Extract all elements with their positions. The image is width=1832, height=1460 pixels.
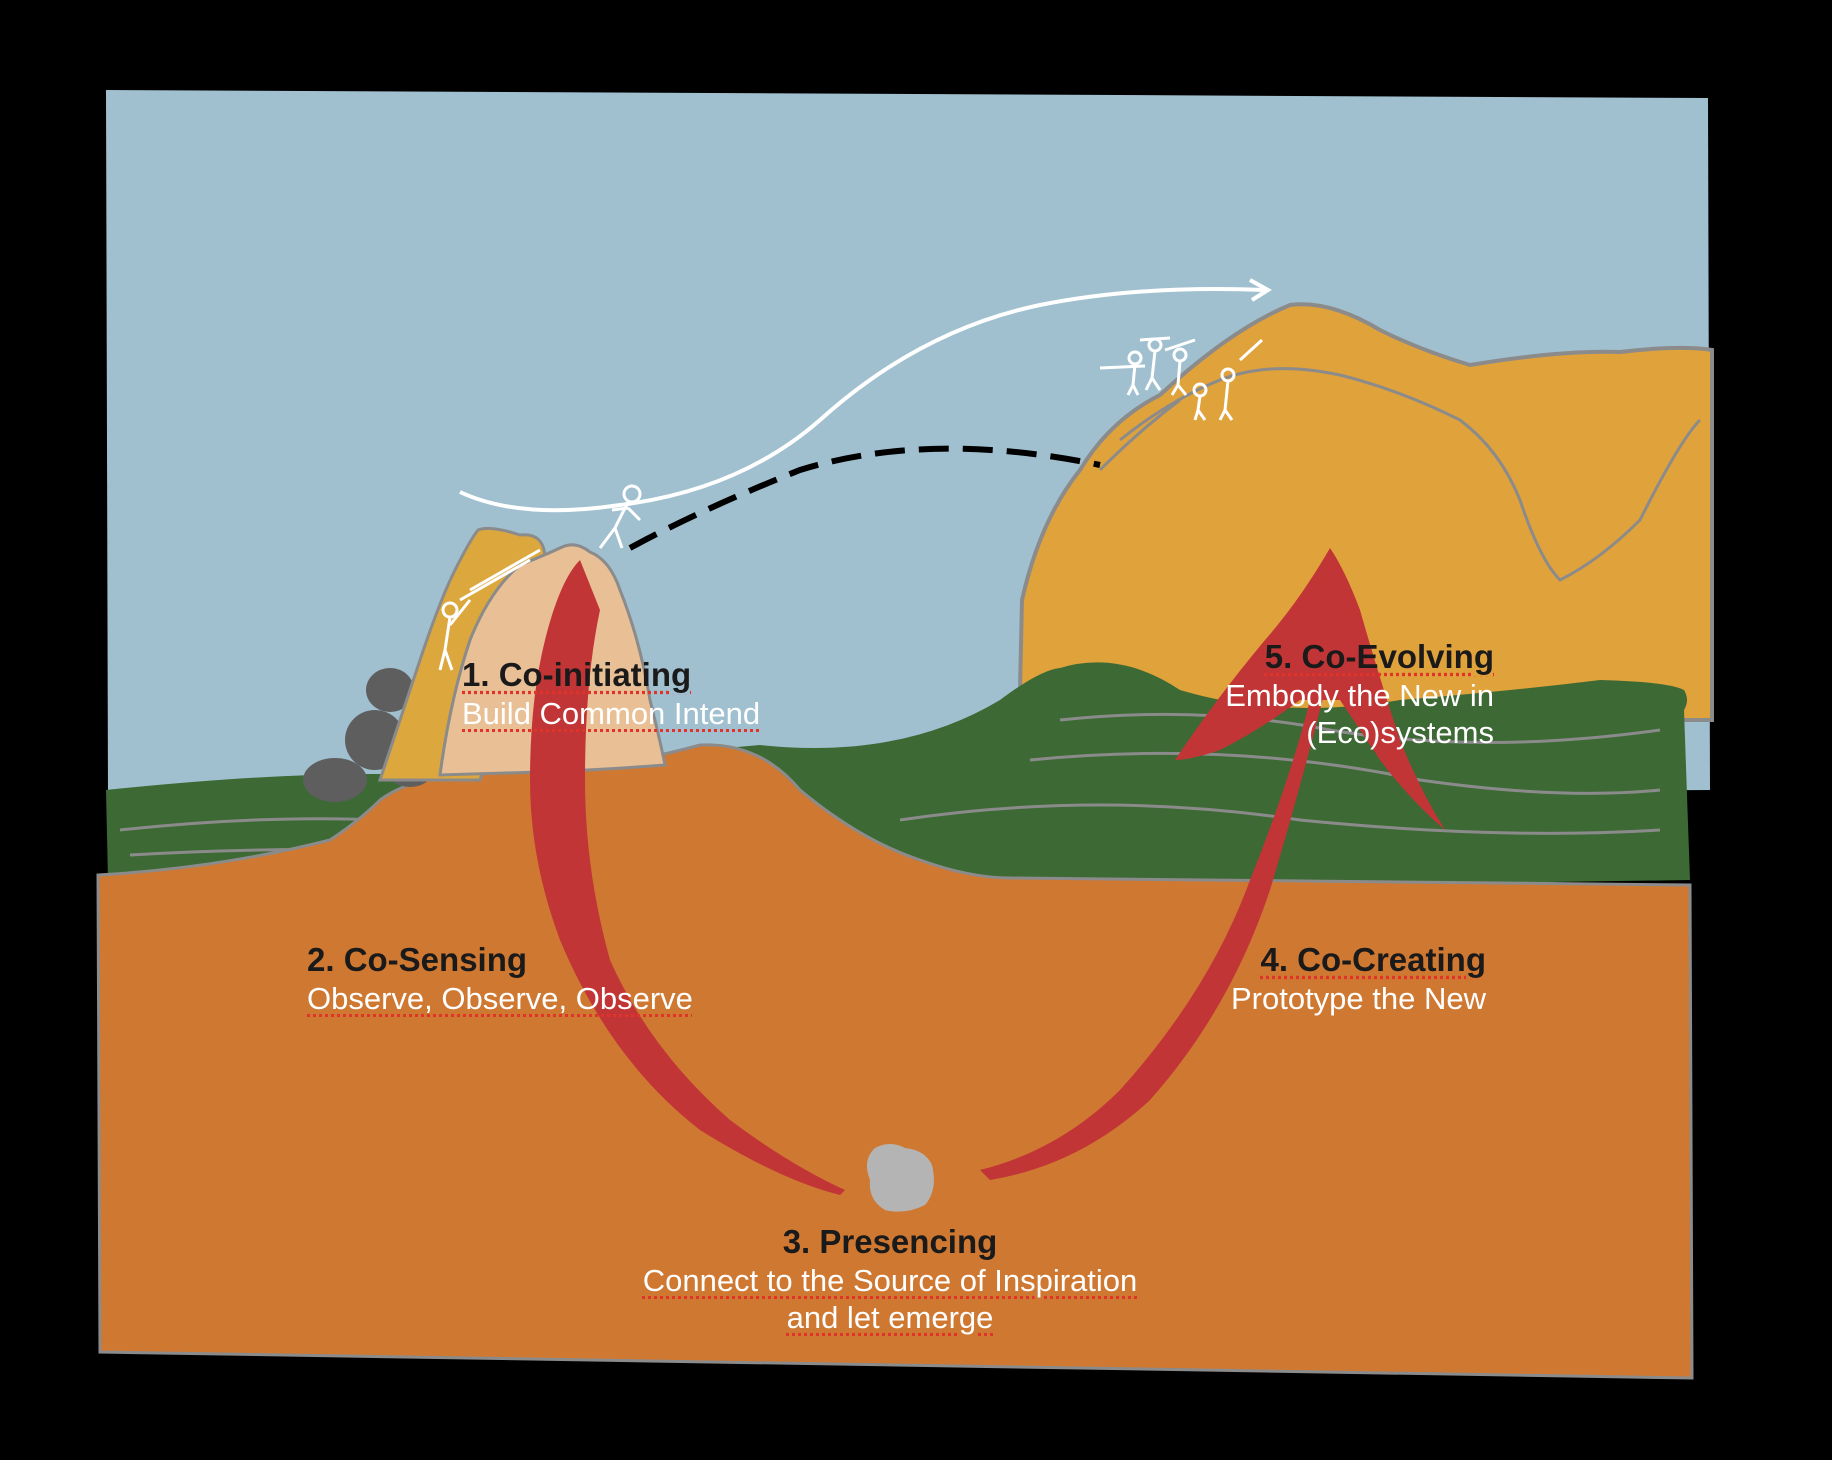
stage-5-desc-line-2: (Eco)systems (1306, 714, 1494, 750)
celebrating-figures (1099, 336, 1264, 421)
right-mountain (1018, 302, 1714, 722)
u-arrowhead (1175, 548, 1445, 830)
stage-3-desc-line-2: and let emerge (786, 1299, 994, 1335)
stage-2-desc: Observe, Observe, Observe (307, 980, 693, 1016)
stage-1-label: 1. Co-initiating Build Common Intend (462, 655, 760, 732)
stage-4-desc: Prototype the New (1230, 980, 1486, 1016)
aspiration-arc (459, 287, 1266, 513)
right-mountain-inner-line (1098, 398, 1181, 472)
stage-5-label: 5. Co-Evolving Embody the New in (Eco)sy… (1100, 637, 1494, 751)
stage-4-label: 4. Co-Creating Prototype the New (1140, 940, 1486, 1017)
stage-5-desc-line-1: Embody the New in (1225, 677, 1494, 713)
stage-2-title: 2. Co-Sensing (307, 941, 528, 978)
stage-2-label: 2. Co-Sensing Observe, Observe, Observe (307, 940, 693, 1017)
green-field-line-1 (119, 817, 381, 832)
stage-3-label: 3. Presencing Connect to the Source of I… (640, 1222, 1140, 1336)
stage-5-title: 5. Co-Evolving (1264, 638, 1494, 675)
stage-1-desc: Build Common Intend (462, 695, 761, 731)
climber-figures-left (438, 484, 642, 671)
presencing-source (866, 1144, 934, 1212)
stage-3-desc-line-1: Connect to the Source of Inspiration (642, 1262, 1138, 1298)
u-arrow-descending (530, 560, 845, 1195)
green-field-line-3 (1059, 712, 1661, 744)
stage-1-title: 1. Co-initiating (462, 656, 692, 693)
leap-dashed-arc (628, 445, 1101, 551)
stage-4-title: 4. Co-Creating (1260, 941, 1486, 978)
right-mountain-ridge-line (1119, 367, 1702, 582)
green-field-line-5 (899, 803, 1661, 835)
stage-3-title: 3. Presencing (782, 1223, 998, 1260)
aspiration-arc-arrowhead (1249, 278, 1272, 302)
u-arrow-ascending (980, 690, 1325, 1180)
